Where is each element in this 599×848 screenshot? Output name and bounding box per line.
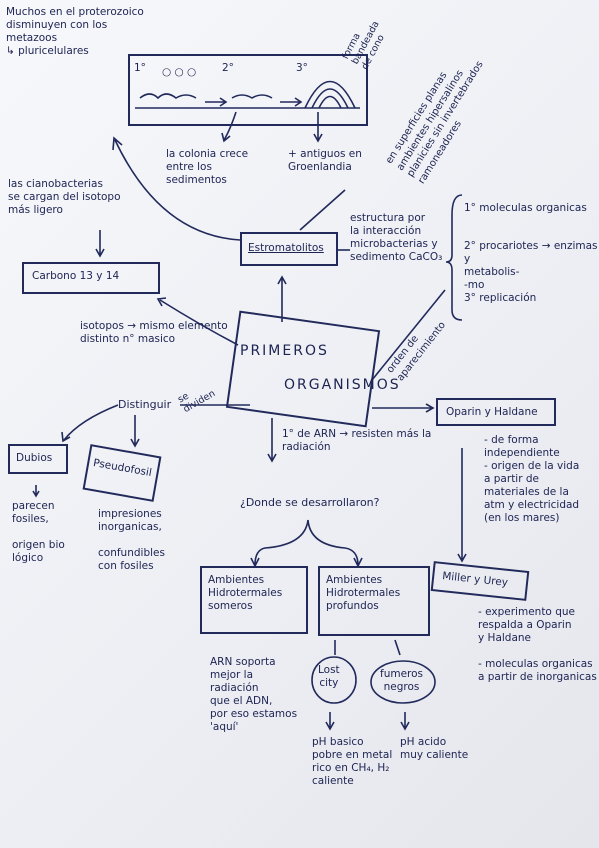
arrow-dubios-down [32, 485, 40, 498]
ambientes-someros-box: Ambientes Hidrotermales someros [200, 566, 308, 634]
arn-note: 1° de ARN → resisten más la radiación [282, 428, 432, 453]
fumeros-circle [370, 660, 436, 704]
arrow-lost-down [325, 712, 335, 731]
arrow-fumeros-down [400, 712, 410, 731]
distinguir-label: Distinguir [118, 398, 172, 411]
central-title-2: ORGANISMOS [284, 377, 401, 393]
antiguos-note: + antiguos en Groenlandia [288, 148, 362, 173]
curve-estrom-up [112, 136, 241, 241]
arrow-oparin-miller [457, 448, 467, 563]
ambientes-profundos-label: Ambientes Hidrotermales profundos [326, 574, 401, 612]
strom-drawing-2 [231, 94, 273, 99]
stage-dots: ○ ○ ○ [162, 66, 197, 78]
oparin-notes: - de forma independiente - origen de la … [484, 434, 580, 524]
arrow-colony [221, 111, 237, 143]
step-1: 1° moleculas organicas [464, 202, 587, 214]
strom-drawing-1 [139, 93, 197, 100]
lost-city-label: Lost city [318, 664, 340, 689]
step-3: 3° replicación [464, 292, 537, 304]
dubios-label: Dubios [16, 452, 53, 464]
miller-label: Miller y Urey [441, 570, 509, 589]
central-title-1: PRIMEROS [240, 343, 329, 359]
arrow-ciano-carbono [95, 230, 105, 258]
top-left-note: Muchos en el proterozoico disminuyen con… [6, 6, 144, 57]
donde-brace [250, 519, 363, 568]
arrow-distinguir-dubios [61, 404, 119, 443]
carbono-label: Carbono 13 y 14 [32, 270, 120, 282]
fumeros-negros-label: fumeros negros [380, 668, 424, 693]
line-central-orden [371, 289, 446, 381]
stromatolite-stages-box [128, 54, 368, 126]
arrow-antiguos [313, 112, 323, 143]
cianobacterias-note: las cianobacterias se cargan del isotopo… [8, 178, 121, 216]
isotopos-note: isotopos → mismo elemento distinto n° ma… [80, 320, 228, 345]
arrow-central-oparin [372, 403, 435, 413]
arrow-central-donde [267, 418, 277, 463]
stage-2-label: 2° [222, 62, 234, 74]
oparin-label: Oparin y Haldane [446, 406, 538, 418]
donde-question: ¿Donde se desarrollaron? [240, 496, 380, 509]
ph-acido-note: pH acido muy caliente [400, 736, 469, 761]
central-box [225, 310, 381, 428]
steps-brace [445, 194, 463, 321]
ambientes-profundos-box: Ambientes Hidrotermales profundos [318, 566, 430, 636]
dubios-box: Dubios [8, 444, 68, 474]
lost-city-circle [311, 656, 357, 704]
strom-drawing-3 [304, 80, 356, 109]
arn-someros-note: ARN soporta mejor la radiación que el AD… [210, 656, 298, 733]
colony-note: la colonia crece entre los sedimentos [166, 148, 249, 186]
arrow-strom-2 [280, 97, 303, 107]
ph-basico-note: pH basico pobre en metal rico en CH₄, H₂… [312, 736, 393, 787]
carbono-box: Carbono 13 y 14 [22, 262, 160, 294]
arrow-central-carbono [156, 297, 239, 346]
line-prof-fumeros [394, 639, 401, 656]
oparin-box: Oparin y Haldane [436, 398, 556, 426]
arrow-distinguir-pseudo [130, 415, 140, 448]
estromatolitos-box: Estromatolitos [240, 232, 338, 266]
stage-3-label: 3° [296, 62, 308, 74]
dubios-note: parecen fosiles, origen bio lógico [12, 500, 65, 564]
estromatolitos-label: Estromatolitos [248, 242, 324, 254]
estructura-note: estructura por la interacción microbacte… [350, 212, 443, 263]
pseudofosil-label: Pseudofosil [92, 456, 153, 480]
pseudofosil-note: impresiones inorganicas, confundibles co… [98, 508, 165, 572]
arrow-strom-1 [205, 97, 228, 107]
ambientes-someros-label: Ambientes Hidrotermales someros [208, 574, 283, 612]
step-2: 2° procariotes → enzimas y metabolis- -m… [464, 240, 598, 291]
miller-notes: - experimento que respalda a Oparin y Ha… [478, 606, 597, 683]
line-estrom-antiguos [299, 189, 346, 231]
stage-1-label: 1° [134, 62, 146, 74]
arrow-central-estrom [277, 275, 287, 322]
